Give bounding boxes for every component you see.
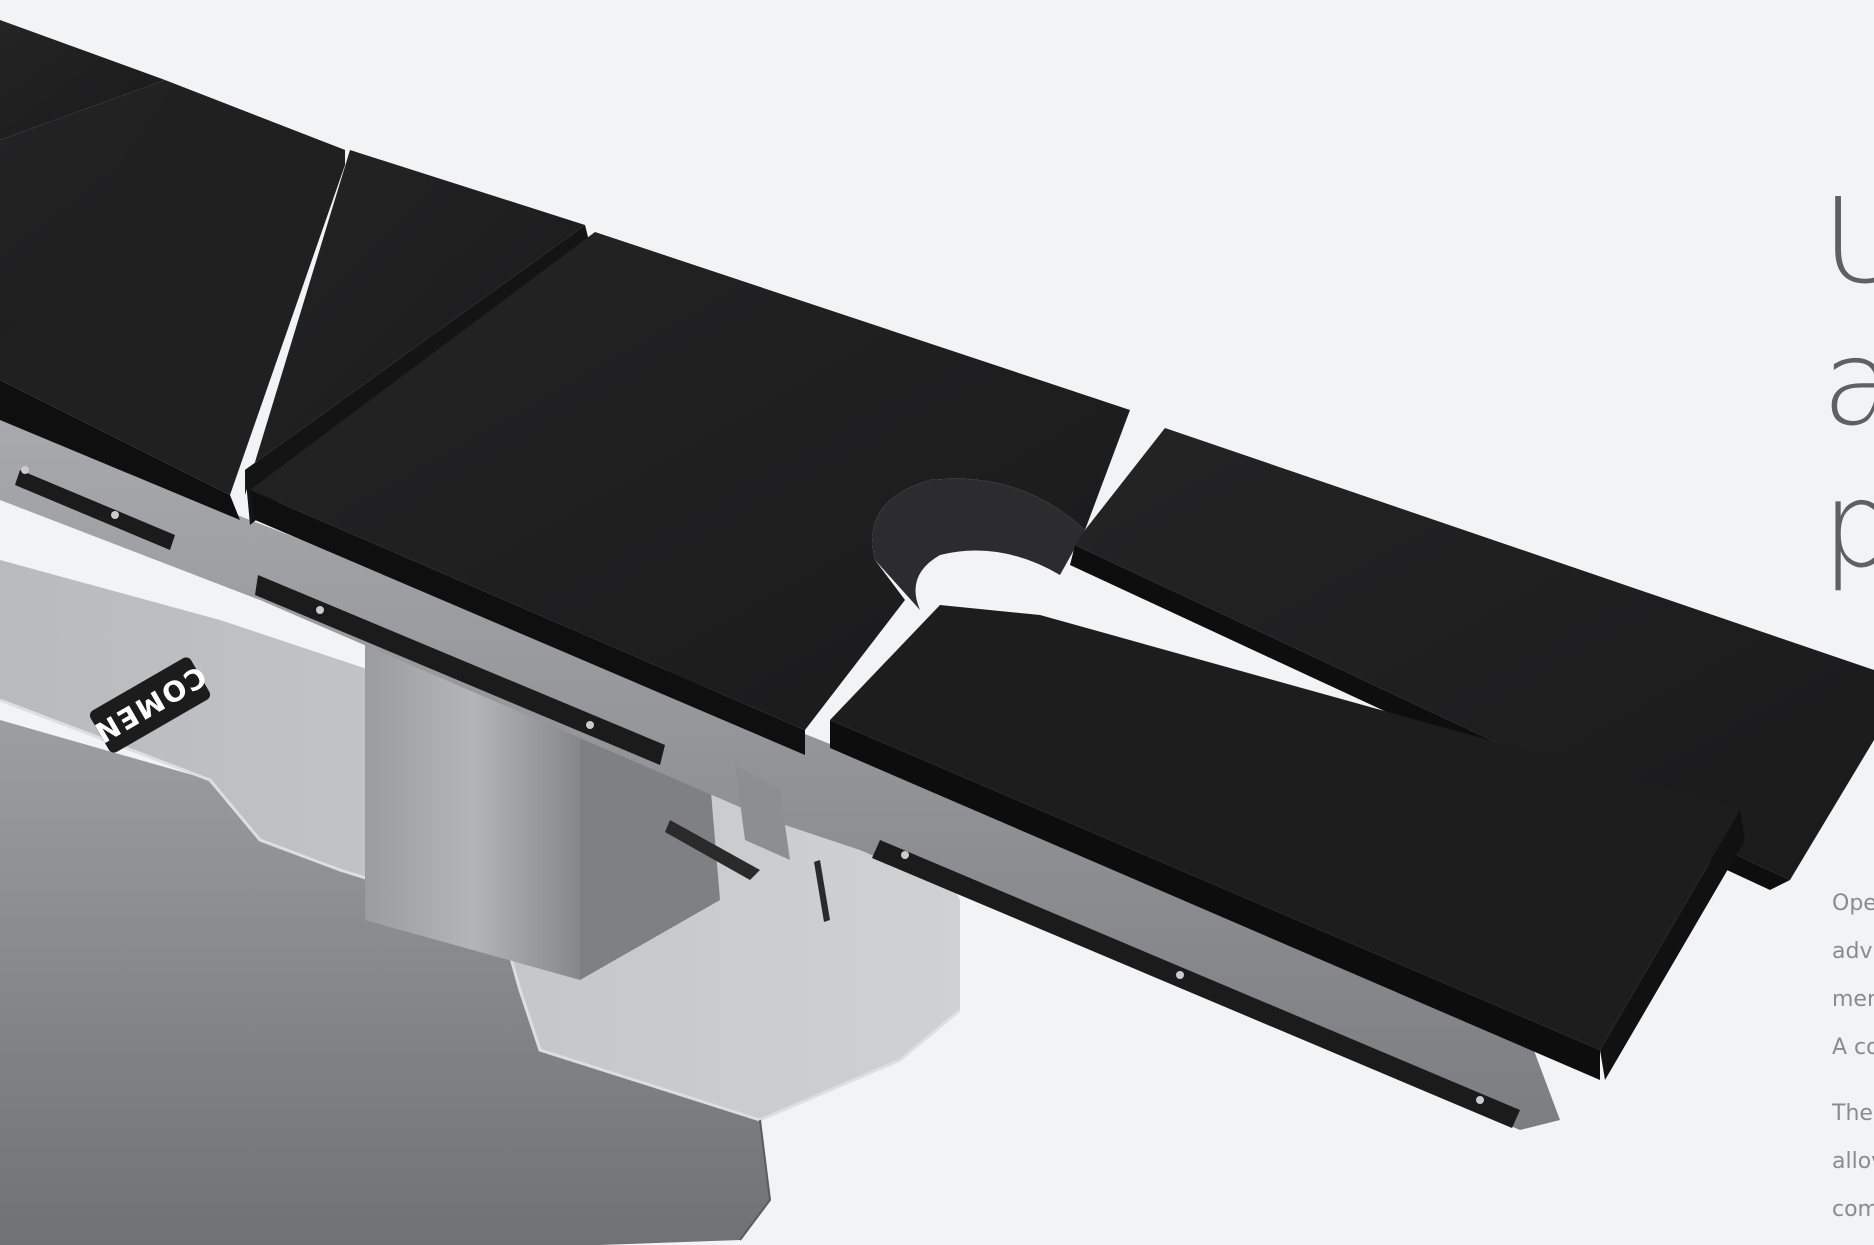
paragraph-1-line-2: adv <box>1832 939 1873 964</box>
table-cushions <box>0 20 1874 1080</box>
headline-line-1: U <box>1822 172 1874 310</box>
paragraph-2-line-1: The <box>1832 1101 1873 1126</box>
body-copy: Ope adv mer A co The allov com <box>1832 880 1874 1234</box>
headline-line-3: p <box>1822 456 1874 594</box>
paragraph-2-line-2: allov <box>1832 1149 1874 1174</box>
paragraph-gap <box>1832 1072 1874 1090</box>
paragraph-1-line-3: mer <box>1832 987 1874 1012</box>
paragraph-1-line-1: Ope <box>1832 891 1874 916</box>
headline-line-2: a <box>1822 314 1874 452</box>
hero-headline: U a p <box>1822 170 1874 596</box>
table-frame <box>0 420 1560 1130</box>
paragraph-1-line-4: A co <box>1832 1035 1874 1060</box>
rail-screws <box>21 466 1484 1104</box>
paragraph-2-line-3: com <box>1832 1197 1874 1222</box>
